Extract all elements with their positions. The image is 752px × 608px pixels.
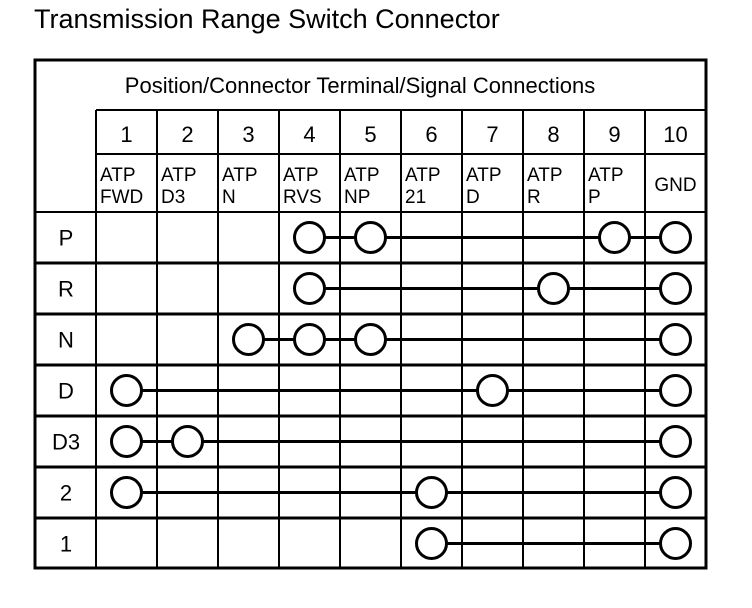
terminal-number: 4: [303, 122, 315, 147]
terminal-number: 7: [486, 122, 498, 147]
position-label: N: [58, 328, 74, 353]
terminal-signal: RVS: [283, 187, 322, 208]
position-label: P: [59, 226, 74, 251]
terminal-signal: N: [222, 187, 236, 208]
terminal-number: 6: [425, 122, 437, 147]
connection-node: [415, 527, 448, 560]
connection-node: [232, 323, 265, 356]
connection-node: [110, 476, 143, 509]
terminal-signal: ATP: [283, 165, 319, 186]
position-label: R: [58, 277, 74, 302]
terminal-number: 9: [608, 122, 620, 147]
terminal-signal: ATP: [222, 165, 258, 186]
connection-node: [171, 425, 204, 458]
terminal-number: 8: [547, 122, 559, 147]
terminal-signal: FWD: [100, 187, 143, 208]
terminal-signal: ATP: [527, 165, 563, 186]
terminal-number: 1: [120, 122, 132, 147]
connection-node: [598, 221, 631, 254]
terminal-signal: ATP: [405, 165, 441, 186]
terminal-signal: ATP: [466, 165, 502, 186]
connection-node: [659, 374, 692, 407]
terminal-signal: ATP: [588, 165, 624, 186]
connection-node: [110, 425, 143, 458]
terminal-number: 3: [242, 122, 254, 147]
connection-node: [293, 323, 326, 356]
connection-node: [659, 323, 692, 356]
terminal-signal: ATP: [161, 165, 197, 186]
connection-node: [659, 272, 692, 305]
terminal-number: 2: [181, 122, 193, 147]
connection-node: [415, 476, 448, 509]
terminal-signal: ATP: [100, 165, 136, 186]
connection-node: [659, 527, 692, 560]
position-label: 2: [60, 481, 72, 506]
table-header-text: Position/Connector Terminal/Signal Conne…: [125, 73, 595, 98]
connection-node: [354, 323, 387, 356]
terminal-signal: NP: [344, 187, 370, 208]
connection-node: [293, 272, 326, 305]
connection-node: [293, 221, 326, 254]
connection-node: [354, 221, 387, 254]
connection-node: [476, 374, 509, 407]
terminal-signal: D: [466, 187, 480, 208]
terminal-signal: R: [527, 187, 541, 208]
terminal-signal: D3: [161, 187, 185, 208]
connection-node: [659, 425, 692, 458]
terminal-signal: 21: [405, 187, 426, 208]
terminal-number: 10: [663, 122, 687, 147]
terminal-signal: GND: [654, 175, 696, 196]
position-label: D3: [52, 430, 80, 455]
connection-node: [659, 221, 692, 254]
terminal-number: 5: [364, 122, 376, 147]
connection-node: [659, 476, 692, 509]
connection-node: [537, 272, 570, 305]
position-label: D: [58, 379, 74, 404]
terminal-signal: ATP: [344, 165, 380, 186]
terminal-signal: P: [588, 187, 601, 208]
position-label: 1: [60, 532, 72, 557]
page-title: Transmission Range Switch Connector: [34, 4, 500, 34]
connection-node: [110, 374, 143, 407]
